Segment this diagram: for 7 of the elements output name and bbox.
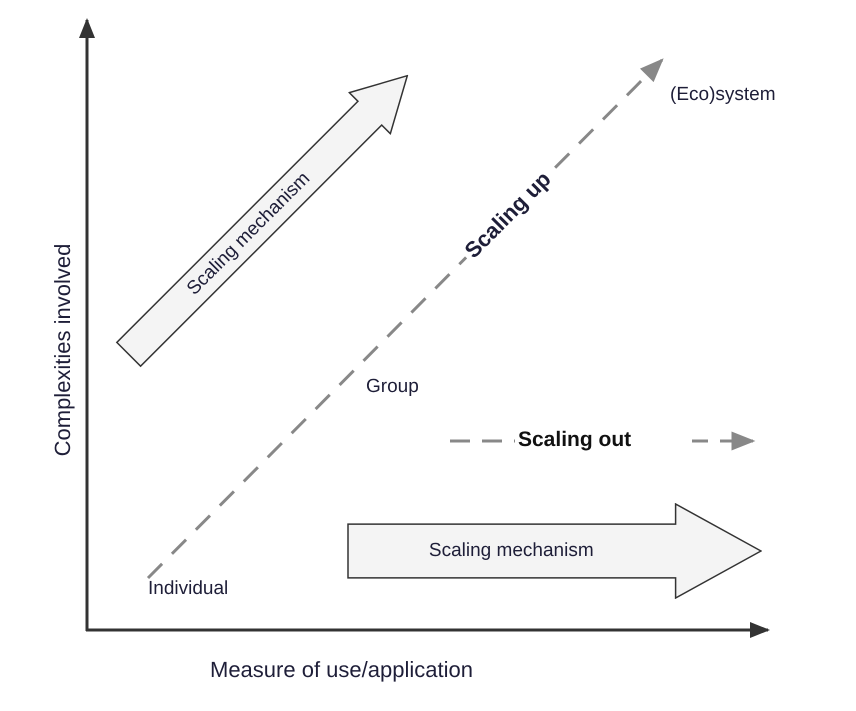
stage-label: Group: [366, 376, 419, 398]
stage-label: (Eco)system: [670, 84, 776, 106]
direction-label: Scaling out: [518, 428, 632, 452]
block-arrow: Scaling mechanism: [347, 503, 762, 599]
axis-title: Measure of use/application: [210, 657, 473, 683]
axis-title: Complexities involved: [50, 244, 76, 456]
stage-label: Individual: [148, 578, 228, 600]
